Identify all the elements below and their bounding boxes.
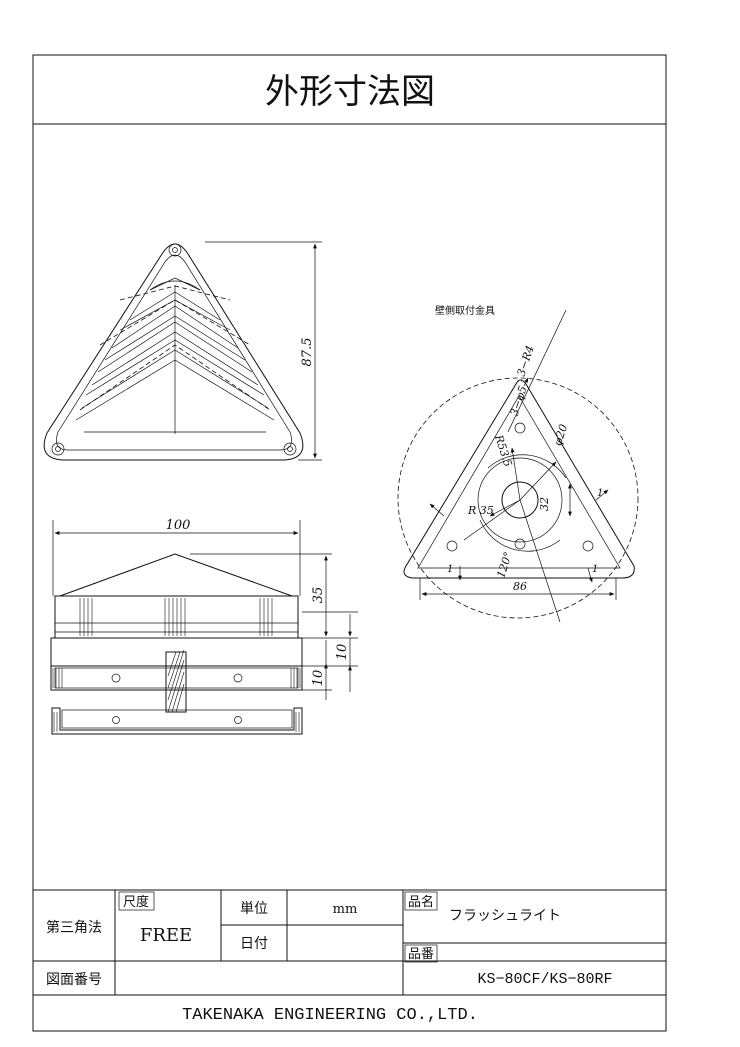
dim-1-right: 1 <box>597 488 603 499</box>
sheet-border <box>32 54 667 1032</box>
dim-angle: 120° <box>494 550 515 579</box>
dim-phi5: 3−φ5 <box>508 384 530 417</box>
scale-value: FREE <box>140 925 192 946</box>
dim-r4: 3−R4 <box>515 344 537 378</box>
dim-86: 86 <box>513 580 527 593</box>
front-view <box>43 241 322 461</box>
dim-1-lower: 1 <box>592 564 598 575</box>
unit-value: mm <box>333 902 358 917</box>
scale-label: 尺度 <box>123 894 149 910</box>
unit-label: 単位 <box>240 901 268 917</box>
dim-32: 32 <box>538 497 551 511</box>
dim-mid-height: 10 <box>335 644 350 661</box>
dim-base-height: 10 <box>311 670 326 687</box>
dim-r53: R53.5 <box>492 432 515 468</box>
mount-bracket-label: 壁側取付金具 <box>435 304 495 317</box>
drawing-no-label: 図面番号 <box>46 972 102 988</box>
part-no-label: 品番 <box>408 947 434 962</box>
side-view <box>50 520 358 735</box>
projection-label: 第三角法 <box>46 919 102 936</box>
dim-front-height: 87.5 <box>300 338 315 367</box>
bracket-view <box>397 309 639 623</box>
product-name-label: 品名 <box>408 894 434 910</box>
dim-phi20: φ20 <box>551 423 570 448</box>
drawing-title: 外形寸法図 <box>265 72 435 112</box>
company-name: TAKENAKA ENGINEERING CO.,LTD. <box>182 1006 478 1025</box>
title-block <box>33 889 666 996</box>
part-no: KS−80CF/KS−80RF <box>477 971 612 988</box>
dim-width: 100 <box>166 518 191 533</box>
dim-upper-height: 35 <box>311 587 326 604</box>
dim-1-left: 1 <box>447 564 453 575</box>
date-label: 日付 <box>240 936 268 952</box>
product-name: フラッシュライト <box>449 908 561 924</box>
dim-r35: R 35 <box>467 504 494 517</box>
